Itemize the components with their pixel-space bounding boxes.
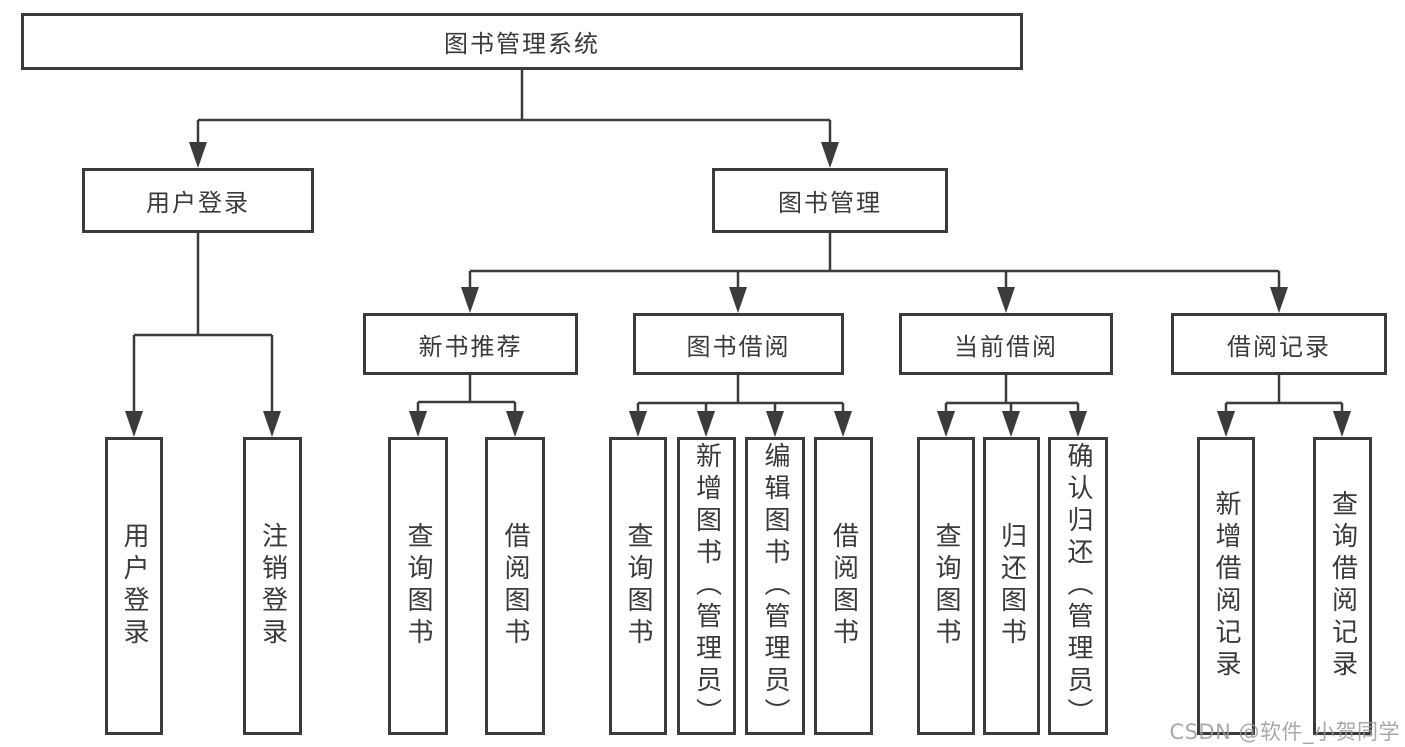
connector-path bbox=[132, 70, 1344, 415]
node-user-login: 用户登录 bbox=[82, 168, 314, 233]
node-label: 图书借阅 bbox=[686, 332, 791, 361]
leaf-return-books: 归还图书 bbox=[983, 437, 1040, 735]
leaf-label: 借阅图书 bbox=[500, 522, 530, 650]
leaf-label: 注销登录 bbox=[257, 522, 288, 650]
leaf-borrow-books: 借阅图书 bbox=[814, 437, 873, 735]
node-label: 借阅记录 bbox=[1227, 332, 1331, 361]
arrowhead bbox=[409, 411, 427, 437]
arrowhead bbox=[125, 411, 143, 437]
arrowhead bbox=[834, 411, 852, 437]
arrowhead bbox=[821, 142, 839, 168]
arrowhead bbox=[1217, 411, 1235, 437]
arrowhead bbox=[697, 411, 715, 437]
leaf-confirm-return-admin: 确认归还（管理员） bbox=[1048, 437, 1108, 735]
arrowhead bbox=[629, 411, 647, 437]
leaf-label: 借阅图书 bbox=[828, 522, 859, 650]
arrowhead bbox=[1270, 287, 1288, 313]
leaf-query-books-borrow: 查询图书 bbox=[609, 437, 667, 735]
leaf-label: 查询图书 bbox=[403, 522, 433, 650]
leaf-label: 归还图书 bbox=[996, 522, 1027, 650]
node-book-management: 图书管理 bbox=[712, 168, 948, 233]
node-borrowing-records: 借阅记录 bbox=[1171, 313, 1387, 375]
leaf-add-book-admin: 新增图书（管理员） bbox=[677, 437, 736, 735]
arrowhead bbox=[937, 411, 955, 437]
arrowhead bbox=[506, 411, 524, 437]
leaf-edit-book-admin: 编辑图书（管理员） bbox=[745, 437, 805, 735]
arrowheads bbox=[125, 142, 1351, 437]
leaf-label: 新增图书（管理员） bbox=[691, 442, 722, 730]
watermark: CSDN @软件_小贺同学 bbox=[1169, 720, 1400, 744]
leaf-label: 查询图书 bbox=[931, 522, 961, 650]
leaf-label: 查询图书 bbox=[623, 522, 653, 650]
leaf-logout: 注销登录 bbox=[243, 437, 302, 735]
node-label: 当前借阅 bbox=[954, 332, 1058, 361]
node-label: 新书推荐 bbox=[418, 332, 523, 361]
leaf-query-borrow-record: 查询借阅记录 bbox=[1313, 437, 1372, 735]
arrowhead bbox=[263, 411, 281, 437]
leaf-label: 查询借阅记录 bbox=[1327, 490, 1358, 682]
leaf-add-borrow-record: 新增借阅记录 bbox=[1197, 437, 1255, 735]
leaf-query-books-recommend: 查询图书 bbox=[388, 437, 448, 735]
leaf-label: 确认归还（管理员） bbox=[1063, 442, 1093, 730]
arrowhead bbox=[729, 287, 747, 313]
leaf-label: 用户登录 bbox=[119, 522, 149, 650]
leaf-query-books-current: 查询图书 bbox=[917, 437, 975, 735]
node-system-root: 图书管理系统 bbox=[21, 13, 1023, 70]
node-label: 图书管理 bbox=[778, 189, 882, 217]
arrowhead bbox=[1333, 411, 1351, 437]
leaf-user-login: 用户登录 bbox=[105, 437, 163, 735]
leaf-label: 新增借阅记录 bbox=[1211, 490, 1241, 682]
node-label: 用户登录 bbox=[146, 189, 250, 217]
node-label: 图书管理系统 bbox=[444, 30, 600, 58]
leaf-label: 编辑图书（管理员） bbox=[760, 442, 790, 730]
arrowhead bbox=[766, 411, 784, 437]
arrowhead bbox=[1002, 411, 1020, 437]
arrowhead bbox=[997, 287, 1015, 313]
node-book-borrowing: 图书借阅 bbox=[633, 313, 844, 375]
arrowhead bbox=[461, 287, 479, 313]
arrowhead bbox=[189, 142, 207, 168]
node-current-borrowing: 当前借阅 bbox=[899, 313, 1113, 375]
arrowhead bbox=[1069, 411, 1087, 437]
leaf-borrow-books-recommend: 借阅图书 bbox=[485, 437, 545, 735]
node-new-book-recommendation: 新书推荐 bbox=[363, 313, 578, 375]
